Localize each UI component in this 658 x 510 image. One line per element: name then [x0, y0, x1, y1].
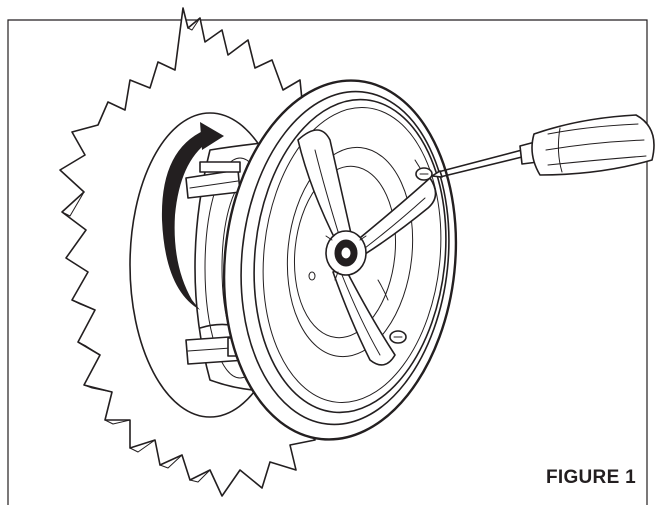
- tweeter-arms: [297, 129, 437, 366]
- figure-frame: [7, 19, 648, 505]
- mounting-dog-screw-bottom: [389, 330, 407, 344]
- small-slot: [308, 271, 389, 301]
- phillips-screwdriver: [431, 114, 655, 178]
- upper-mounting-dog: [185, 161, 241, 199]
- tweeter: [325, 230, 367, 281]
- mounting-dog-screw-top: [414, 159, 433, 181]
- figure-label: FIGURE 1: [545, 467, 636, 488]
- woofer-cone: [286, 146, 414, 358]
- rotation-arrow: [161, 122, 224, 310]
